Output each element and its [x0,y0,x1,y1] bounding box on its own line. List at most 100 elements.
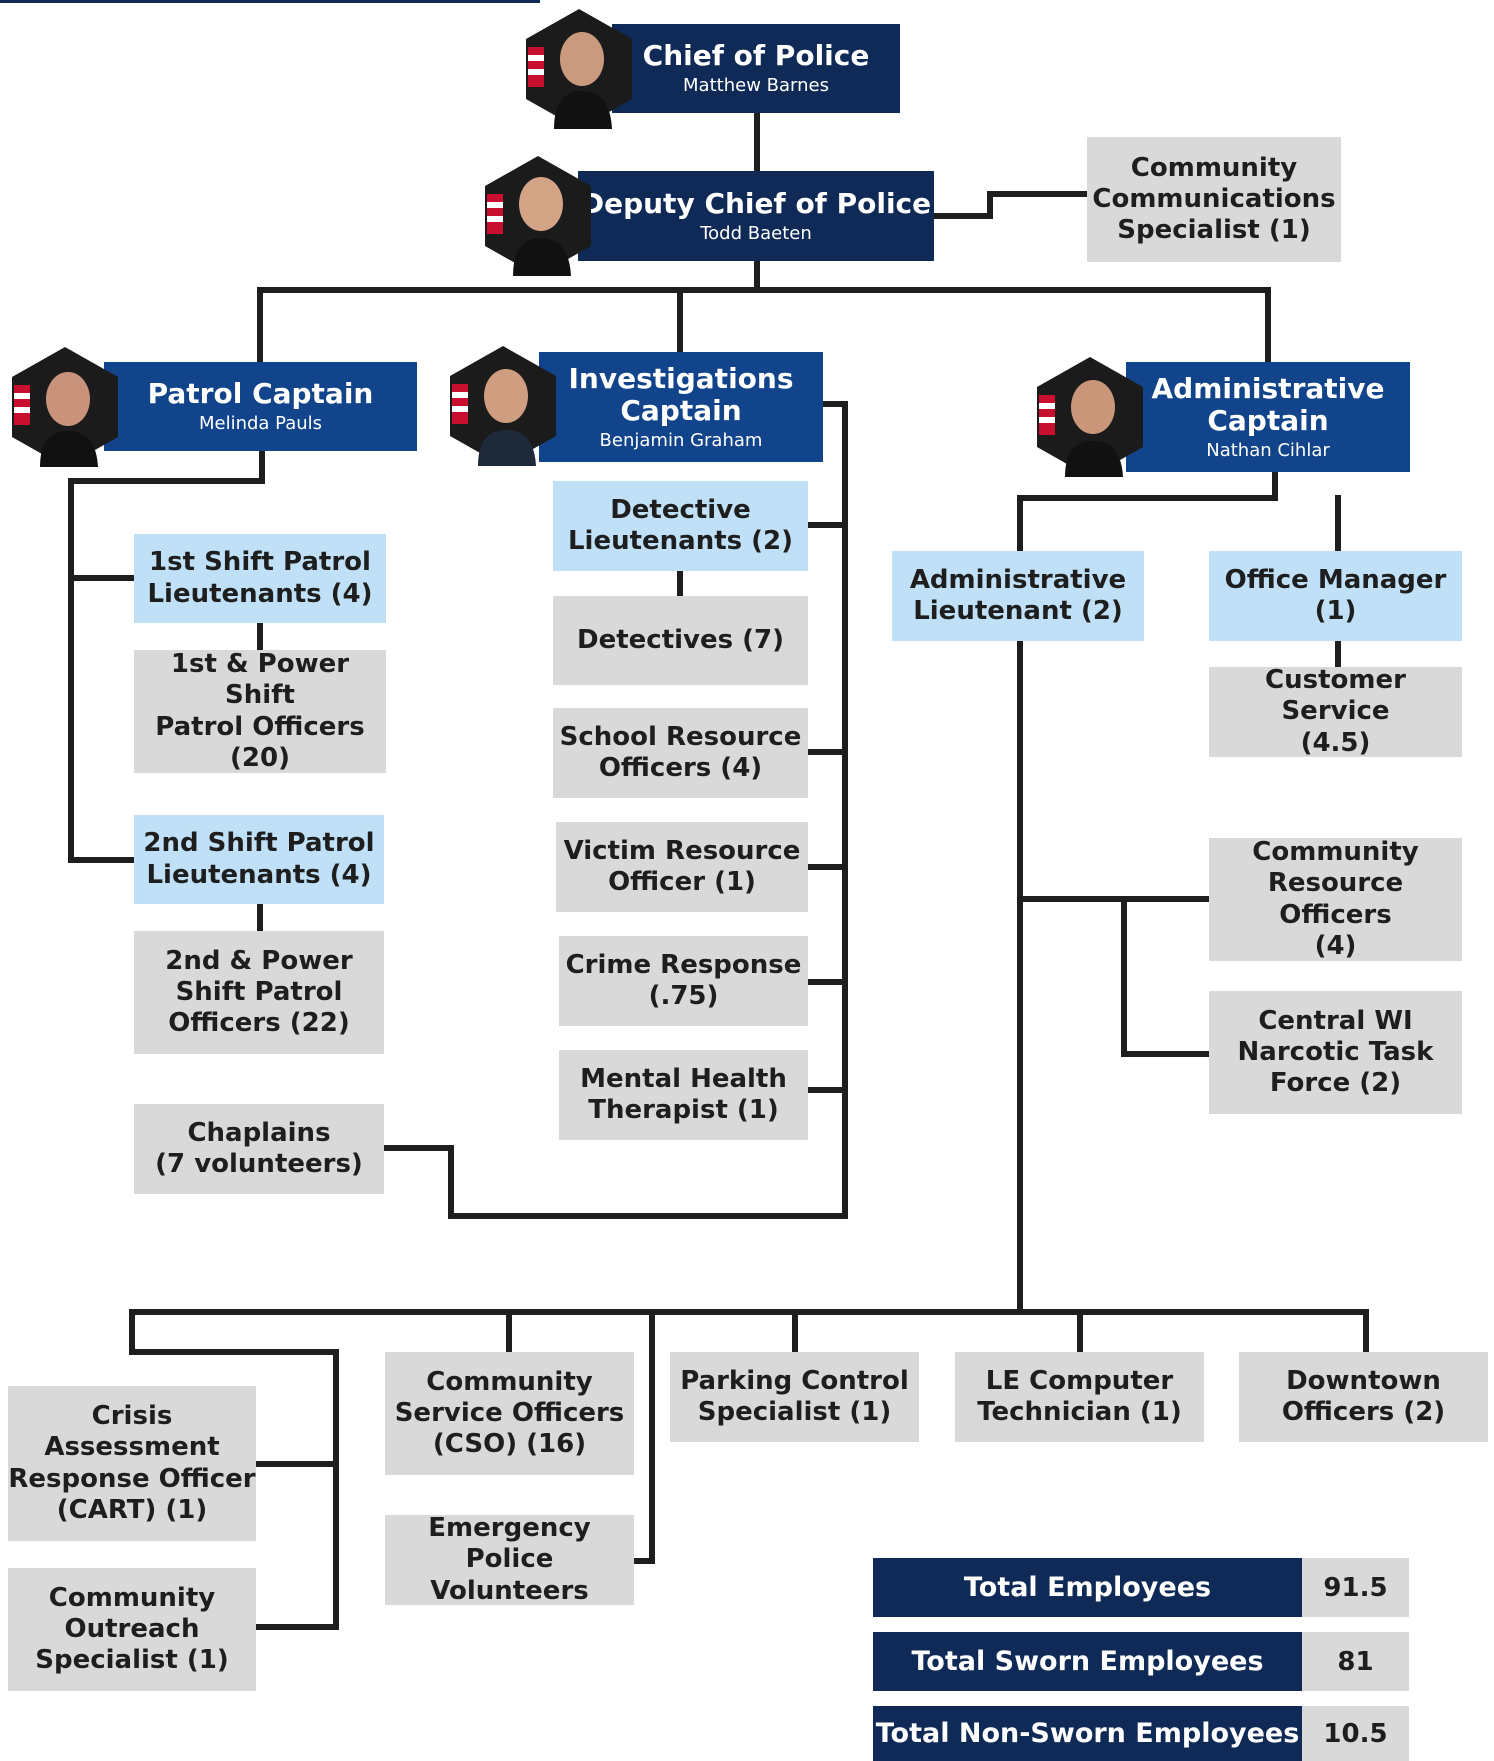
victim-line1: Victim Resource [563,835,801,866]
investigations-captain-box: Investigations Captain Benjamin Graham [539,352,823,462]
narcotic-line1: Central WI [1258,1005,1413,1036]
administrative-captain-name: Nathan Cihlar [1206,439,1330,461]
emergency-police-volunteers-box: Emergency Police Volunteers [385,1513,634,1606]
deputy-name: Todd Baeten [700,222,812,244]
cart-line3: Response Officer [8,1463,256,1494]
narcotic-line3: Force (2) [1269,1068,1402,1099]
parking-line1: Parking Control [680,1365,909,1396]
school-resource-officers-box: School Resource Officers (4) [553,708,808,798]
le-computer-technician-box: LE Computer Technician (1) [955,1352,1204,1442]
patrol-captain-name: Melinda Pauls [198,413,323,435]
total-employees-value: 91.5 [1302,1558,1409,1617]
first-power-shift-officers-box: 1st & Power Shift Patrol Officers (20) [134,649,386,773]
lt2-line2: Lieutenants (4) [146,859,372,890]
chaplains-box: Chaplains (7 volunteers) [134,1104,384,1194]
investigations-captain-title1: Investigations [568,361,794,395]
administrative-captain-title1: Administrative [1151,371,1385,405]
epv-line2: Volunteers [430,1575,589,1606]
chief-title: Chief of Police [642,39,870,73]
cart-line2: Assessment [44,1432,220,1463]
sro-line2: Officers (4) [598,753,763,783]
comm-specialist-line3: Specialist (1) [1117,215,1311,246]
off1-line2: Patrol Officers [155,711,365,742]
patrol-captain-box: Patrol Captain Melinda Pauls [104,362,417,451]
downtown-line2: Officers (2) [1281,1397,1446,1427]
victim-resource-officer-box: Victim Resource Officer (1) [556,822,808,912]
mental-line2: Therapist (1) [588,1095,779,1125]
outreach-line2: Outreach [64,1613,200,1644]
downtown-line1: Downtown [1286,1365,1441,1396]
comm-specialist-line1: Community [1130,152,1298,183]
chief-of-police-box: Chief of Police Matthew Barnes [612,24,900,113]
total-non-sworn-employees-value: 10.5 [1302,1706,1409,1761]
community-communications-specialist-box: Community Communications Specialist (1) [1087,137,1341,262]
detectives-line1: Detectives (7) [577,624,784,655]
admin-lt-line1: Administrative [909,564,1127,595]
mental-health-therapist-box: Mental Health Therapist (1) [559,1050,808,1140]
total-sworn-employees-value: 81 [1302,1632,1409,1691]
top-accent-bar [0,0,540,3]
cart-line1: Crisis [91,1401,173,1432]
crime-line2: (.75) [648,981,719,1011]
investigations-captain-name: Benjamin Graham [599,429,763,451]
investigations-captain-portrait-icon [450,346,556,466]
cro-line3: (4) [1314,930,1357,961]
detective-lieutenants-box: Detective Lieutenants (2) [553,481,808,571]
deputy-chief-box: Deputy Chief of Police Todd Baeten [578,171,934,261]
admin-lt-line2: Lieutenant (2) [913,596,1123,626]
narcotic-line2: Narcotic Task [1237,1036,1434,1067]
customer-service-box: Customer Service (4.5) [1209,665,1462,758]
second-shift-lieutenants-box: 2nd Shift Patrol Lieutenants (4) [134,815,384,904]
cart-line4: (CART) (1) [56,1494,208,1525]
patrol-captain-title: Patrol Captain [147,377,374,411]
mental-line1: Mental Health [580,1063,787,1094]
off2-line2: Shift Patrol [175,976,343,1007]
crime-line1: Crime Response [565,949,802,980]
detectives-box: Detectives (7) [553,596,808,685]
outreach-line1: Community [48,1582,216,1613]
chaplains-line1: Chaplains [187,1117,331,1148]
victim-line2: Officer (1) [608,867,756,897]
outreach-line3: Specialist (1) [35,1645,229,1676]
chief-name: Matthew Barnes [683,75,829,97]
sro-line1: School Resource [559,721,802,752]
cro-line1: Community [1252,837,1419,868]
investigations-captain-title2: Captain [620,393,742,427]
office-manager-box: Office Manager (1) [1209,551,1462,641]
second-power-shift-officers-box: 2nd & Power Shift Patrol Officers (22) [134,931,384,1054]
crime-response-box: Crime Response (.75) [559,936,808,1026]
lt2-line1: 2nd Shift Patrol [143,828,375,859]
customer-line1: Customer Service [1265,665,1406,727]
parking-line2: Specialist (1) [697,1397,892,1427]
off1-line3: (20) [230,742,290,773]
parking-control-specialist-box: Parking Control Specialist (1) [670,1352,919,1442]
deputy-portrait-icon [485,156,591,276]
administrative-captain-title2: Captain [1207,403,1329,437]
det-lt-line1: Detective [610,494,751,525]
office-mgr-line2: (1) [1314,596,1357,626]
chief-portrait-icon [526,9,632,129]
off2-line3: Officers (22) [168,1008,350,1039]
first-shift-lieutenants-box: 1st Shift Patrol Lieutenants (4) [134,534,386,623]
lt1-line2: Lieutenants (4) [147,578,373,609]
administrative-lieutenant-box: Administrative Lieutenant (2) [892,551,1144,641]
total-sworn-employees-label: Total Sworn Employees [873,1632,1302,1691]
customer-line2: (4.5) [1300,727,1371,758]
le-tech-line2: Technician (1) [977,1397,1182,1427]
administrative-captain-box: Administrative Captain Nathan Cihlar [1126,362,1410,472]
community-service-officers-box: Community Service Officers (CSO) (16) [385,1352,634,1475]
total-non-sworn-employees-label: Total Non-Sworn Employees [873,1706,1302,1761]
administrative-captain-portrait-icon [1037,357,1143,477]
cro-line2: Resource Officers [1267,868,1404,930]
narcotic-task-force-box: Central WI Narcotic Task Force (2) [1209,991,1462,1114]
comm-specialist-line2: Communications [1092,183,1336,214]
epv-line1: Emergency Police [428,1513,591,1575]
community-outreach-specialist-box: Community Outreach Specialist (1) [8,1568,256,1691]
cso-line3: (CSO) (16) [432,1429,587,1460]
le-tech-line1: LE Computer [985,1365,1174,1396]
off2-line1: 2nd & Power [165,945,353,976]
downtown-officers-box: Downtown Officers (2) [1239,1352,1488,1442]
chaplains-line2: (7 volunteers) [155,1149,363,1179]
cso-line1: Community [426,1366,593,1397]
